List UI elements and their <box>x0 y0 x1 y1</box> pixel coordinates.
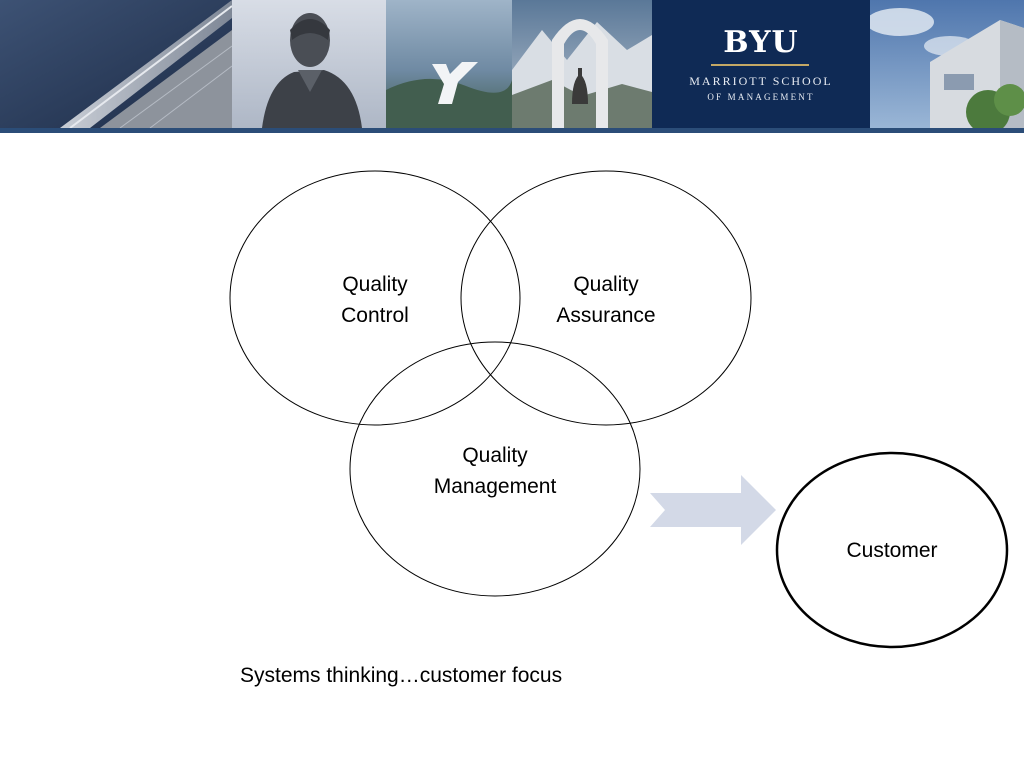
label-quality-assurance: Quality Assurance <box>556 273 656 327</box>
logo-school-text: MARRIOTT SCHOOL <box>689 74 833 88</box>
banner-photo-statue <box>232 0 386 128</box>
caption-text: Systems thinking…customer focus <box>240 664 563 687</box>
label-quality-control: Quality Control <box>341 273 409 327</box>
circle-customer <box>775 451 1009 649</box>
circle-quality-assurance <box>460 170 752 426</box>
banner-photo-bell-tower <box>512 0 652 128</box>
logo-byu-text: BYU <box>723 25 799 60</box>
banner-photo-building <box>0 0 232 128</box>
header-banner: BYU MARRIOTT SCHOOL OF MANAGEMENT <box>0 0 1024 128</box>
banner-bottom-rule <box>0 128 1024 133</box>
byu-marriott-logo: BYU MARRIOTT SCHOOL OF MANAGEMENT <box>652 0 870 128</box>
arrow-to-customer <box>650 475 776 545</box>
circle-quality-management <box>349 341 641 597</box>
logo-divider <box>711 64 809 66</box>
banner-photo-building-sky <box>870 0 1024 128</box>
banner-photo-mountain-y <box>386 0 512 128</box>
label-customer: Customer <box>846 539 938 562</box>
logo-management-text: OF MANAGEMENT <box>707 92 815 102</box>
label-quality-management: Quality Management <box>433 444 557 498</box>
circle-quality-control <box>229 170 521 426</box>
